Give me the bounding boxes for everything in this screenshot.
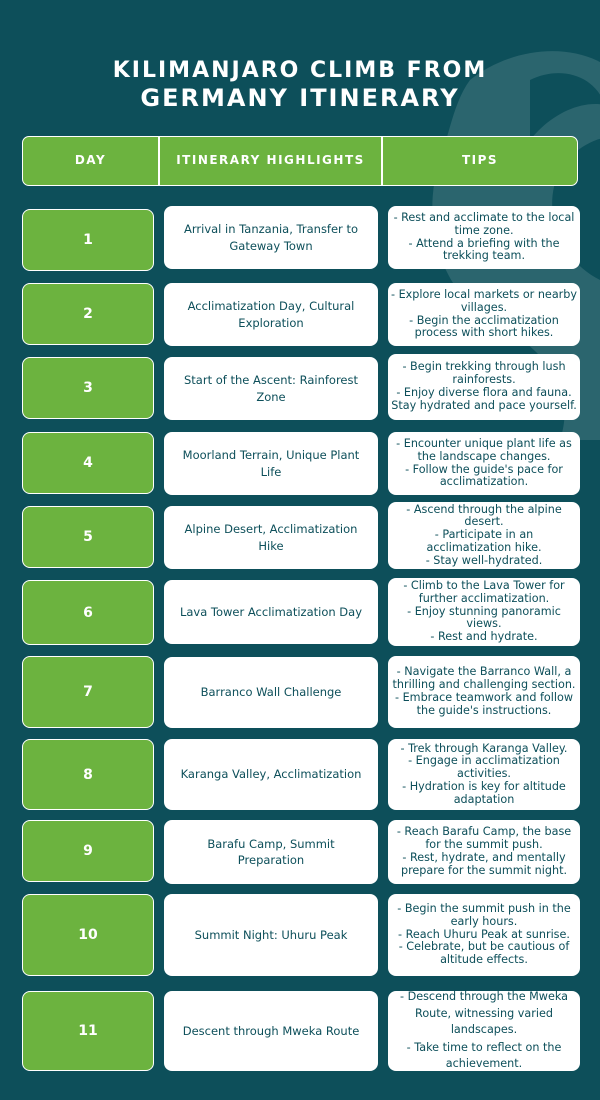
- tips-cell: - Rest and acclimate to the local time z…: [388, 206, 580, 269]
- tip-text: - Trek through Karanga Valley.: [400, 741, 568, 755]
- highlight-cell: Descent through Mweka Route: [164, 991, 378, 1071]
- tip-text: - Encounter unique plant life as the lan…: [396, 436, 572, 463]
- tip-text: - Begin the acclimatization process with…: [409, 313, 559, 340]
- tip-text: - Reach Uhuru Peak at sunrise.: [398, 927, 570, 941]
- tip-text: - Embrace teamwork and follow the guide'…: [395, 691, 573, 717]
- tip-text: - Enjoy stunning panoramic views.: [407, 604, 561, 631]
- tips-cell: - Descend through the Mweka Route, witne…: [388, 990, 580, 1071]
- highlight-cell: Acclimatization Day, Cultural Exploratio…: [164, 283, 378, 346]
- day-cell: 3: [22, 357, 154, 419]
- tips-cell: - Trek through Karanga Valley.- Engage i…: [388, 739, 580, 810]
- tip-text: - Begin the summit push in the early hou…: [397, 902, 571, 928]
- highlight-cell: Barranco Wall Challenge: [164, 657, 378, 728]
- tip-text: - Begin trekking through lush rainforest…: [402, 360, 566, 387]
- tip-text: - Celebrate, but be cautious of altitude…: [398, 940, 570, 967]
- title-line-1: KILIMANJARO CLIMB FROM: [112, 58, 488, 83]
- tip-text: - Engage in acclimatization activities.: [408, 754, 560, 781]
- tip-text: - Rest and acclimate to the local time z…: [393, 210, 575, 237]
- day-cell: 7: [22, 656, 154, 728]
- day-cell: 9: [22, 820, 154, 882]
- tip-text: - Rest and hydrate.: [430, 630, 538, 644]
- header-tips: TIPS: [461, 153, 499, 168]
- tips-cell: - Begin trekking through lush rainforest…: [388, 354, 580, 420]
- day-cell: 11: [22, 991, 154, 1071]
- tip-text: - Explore local markets or nearby villag…: [391, 287, 577, 314]
- tip-text: - Climb to the Lava Tower for further ac…: [403, 579, 565, 605]
- day-cell: 5: [22, 506, 154, 568]
- tips-cell: - Navigate the Barranco Wall, a thrillin…: [388, 656, 580, 728]
- highlight-cell: Moorland Terrain, Unique Plant Life: [164, 432, 378, 495]
- tip-text: - Stay well-hydrated.: [425, 553, 543, 567]
- tip-text: - Participate in an acclimatization hike…: [426, 528, 542, 554]
- highlight-cell: Alpine Desert, Acclimatization Hike: [164, 506, 378, 569]
- tip-text: - Navigate the Barranco Wall, a thrillin…: [392, 665, 576, 692]
- tip-text: - Follow the guide's pace for acclimatiz…: [405, 462, 563, 489]
- day-cell: 1: [22, 209, 154, 271]
- tip-text: - Take time to reflect on the achievemen…: [406, 1041, 562, 1071]
- highlight-cell: Start of the Ascent: Rainforest Zone: [164, 357, 378, 420]
- day-cell: 8: [22, 739, 154, 810]
- highlight-cell: Arrival in Tanzania, Transfer to Gateway…: [164, 206, 378, 269]
- day-cell: 6: [22, 580, 154, 645]
- day-cell: 2: [22, 283, 154, 345]
- tip-text: - Hydration is key for altitude adaptati…: [402, 779, 566, 806]
- highlight-cell: Summit Night: Uhuru Peak: [164, 894, 378, 976]
- tip-text: - Descend through the Mweka Route, witne…: [400, 990, 568, 1036]
- header-highlights: ITINERARY HIGHLIGHTS: [160, 137, 383, 185]
- highlight-cell: Karanga Valley, Acclimatization: [164, 739, 378, 810]
- header-day: DAY: [23, 137, 160, 185]
- tip-text: - Attend a briefing with the trekking te…: [408, 236, 560, 263]
- title-line-2: GERMANY ITINERARY: [140, 84, 460, 113]
- tips-cell: - Ascend through the alpine desert.- Par…: [388, 502, 580, 569]
- page-title: KILIMANJARO CLIMB FROM GERMANY ITINERARY: [0, 58, 600, 113]
- tips-cell: - Explore local markets or nearby villag…: [388, 283, 580, 346]
- tip-text: - Enjoy diverse flora and fauna. Stay hy…: [391, 386, 577, 412]
- tip-text: - Ascend through the alpine desert.: [406, 502, 562, 529]
- tip-text: - Reach Barafu Camp, the base for the su…: [396, 825, 572, 852]
- tips-cell: - Climb to the Lava Tower for further ac…: [388, 578, 580, 646]
- tip-text: - Rest, hydrate, and mentally prepare fo…: [400, 851, 568, 877]
- day-cell: 10: [22, 894, 154, 976]
- tips-cell: - Reach Barafu Camp, the base for the su…: [388, 820, 580, 884]
- highlight-cell: Barafu Camp, Summit Preparation: [164, 820, 378, 884]
- highlight-cell: Lava Tower Acclimatization Day: [164, 580, 378, 644]
- tips-cell: - Begin the summit push in the early hou…: [388, 894, 580, 976]
- table-header: DAY ITINERARY HIGHLIGHTS TIPS: [22, 136, 578, 186]
- tips-cell: - Encounter unique plant life as the lan…: [388, 432, 580, 495]
- day-cell: 4: [22, 432, 154, 494]
